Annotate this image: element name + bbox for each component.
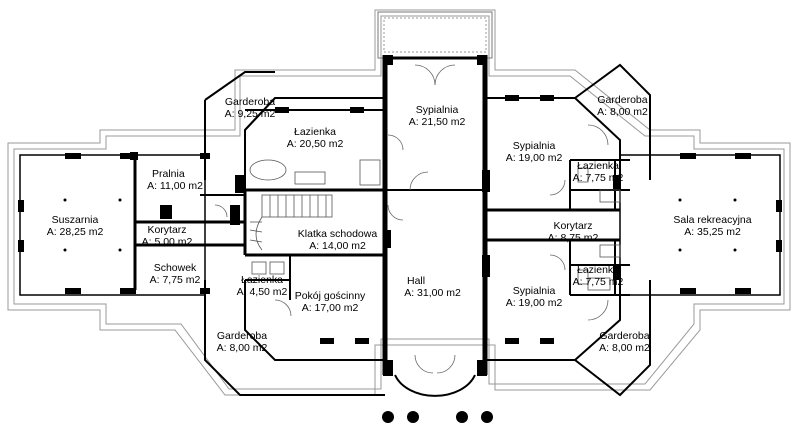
room-label-korytarz-left: Korytarz A: 5,00 m2 xyxy=(132,224,202,248)
room-name: Garderoba xyxy=(599,330,650,342)
room-label-lazienka-tl: Łazienka A: 20,50 m2 xyxy=(280,126,350,150)
room-name: Korytarz xyxy=(147,224,187,236)
column-dots xyxy=(63,198,737,252)
room-label-lazienka-rb: Łazienka A: 7,75 m2 xyxy=(568,264,628,288)
room-area: A: 5,00 m2 xyxy=(141,236,193,248)
room-label-garderoba-tl: Garderoba A: 9,25 m2 xyxy=(220,96,280,120)
room-label-schowek: Schowek A: 7,75 m2 xyxy=(140,262,210,286)
room-label-lazienka-ml: Łazienka A: 4,50 m2 xyxy=(232,274,292,298)
room-label-sypialnia-top: Sypialnia A: 21,50 m2 xyxy=(402,104,472,128)
room-area: A: 7,75 m2 xyxy=(572,172,624,184)
room-area: A: 7,75 m2 xyxy=(149,274,201,286)
outer-terrace-outline xyxy=(7,9,791,396)
room-area: A: 8,00 m2 xyxy=(599,342,650,354)
room-name: Sypialnia xyxy=(415,104,459,116)
room-name: Łazienka xyxy=(576,160,620,172)
room-area: A: 35,25 m2 xyxy=(684,226,741,238)
room-area: A: 19,00 m2 xyxy=(505,297,563,309)
room-area: A: 21,50 m2 xyxy=(408,116,466,128)
room-label-sypialnia-rt: Sypialnia A: 19,00 m2 xyxy=(498,140,570,164)
wall-pillars xyxy=(18,55,782,376)
room-label-hall: Hall A: 31,00 m2 xyxy=(395,275,470,299)
room-area: A: 4,50 m2 xyxy=(236,286,288,298)
room-name: Łazienka xyxy=(240,274,284,286)
room-name: Łazienka xyxy=(293,126,337,138)
room-label-pralnia: Pralnia A: 11,00 m2 xyxy=(140,168,210,192)
room-name: Suszarnia xyxy=(51,214,99,226)
door-swings xyxy=(214,64,609,397)
staircase xyxy=(249,194,333,251)
room-area: A: 20,50 m2 xyxy=(286,138,344,150)
room-name: Pralnia xyxy=(152,168,185,180)
room-area: A: 17,00 m2 xyxy=(301,302,359,314)
bathroom-fixtures xyxy=(249,159,621,291)
room-name: Schowek xyxy=(153,262,197,274)
room-area: A: 11,00 m2 xyxy=(147,180,203,192)
room-area: A: 9,25 m2 xyxy=(224,108,276,120)
room-name: Sypialnia xyxy=(512,140,556,152)
room-name: Pokój gościnny xyxy=(294,290,366,302)
room-label-garderoba-tr: Garderoba A: 8,00 m2 xyxy=(590,94,655,118)
room-label-garderoba-bl: Garderoba A: 8,00 m2 xyxy=(212,330,272,354)
room-area: A: 19,00 m2 xyxy=(505,152,563,164)
room-name: Korytarz xyxy=(553,220,593,232)
room-area: A: 14,00 m2 xyxy=(309,240,366,252)
room-name: Sypialnia xyxy=(512,285,556,297)
room-name: Łazienka xyxy=(576,264,620,276)
room-label-klatka: Klatka schodowa A: 14,00 m2 xyxy=(290,228,385,252)
room-area: A: 8,75 m2 xyxy=(547,232,599,244)
room-name: Klatka schodowa xyxy=(297,228,378,240)
room-label-korytarz-right: Korytarz A: 8,75 m2 xyxy=(538,220,608,244)
room-area: A: 7,75 m2 xyxy=(572,276,624,288)
room-label-suszarnia: Suszarnia A: 28,25 m2 xyxy=(30,214,120,238)
room-area: A: 8,00 m2 xyxy=(216,342,268,354)
room-area: A: 28,25 m2 xyxy=(46,226,104,238)
top-balcony xyxy=(377,11,493,59)
room-label-sala: Sala rekreacyjna A: 35,25 m2 xyxy=(665,214,760,238)
room-name: Garderoba xyxy=(224,96,276,108)
room-area: A: 8,00 m2 xyxy=(597,106,648,118)
room-name: Garderoba xyxy=(216,330,268,342)
room-label-pokoj: Pokój gościnny A: 17,00 m2 xyxy=(286,290,374,314)
octagon-walls xyxy=(204,63,651,397)
room-name: Hall xyxy=(407,275,426,287)
room-label-sypialnia-rb: Sypialnia A: 19,00 m2 xyxy=(498,285,570,309)
room-name: Garderoba xyxy=(597,94,648,106)
room-label-lazienka-rt: Łazienka A: 7,75 m2 xyxy=(568,160,628,184)
room-name: Sala rekreacyjna xyxy=(673,214,752,226)
entrance-columns xyxy=(382,411,493,423)
room-label-garderoba-br: Garderoba A: 8,00 m2 xyxy=(592,330,657,354)
room-area: A: 31,00 m2 xyxy=(404,287,461,299)
